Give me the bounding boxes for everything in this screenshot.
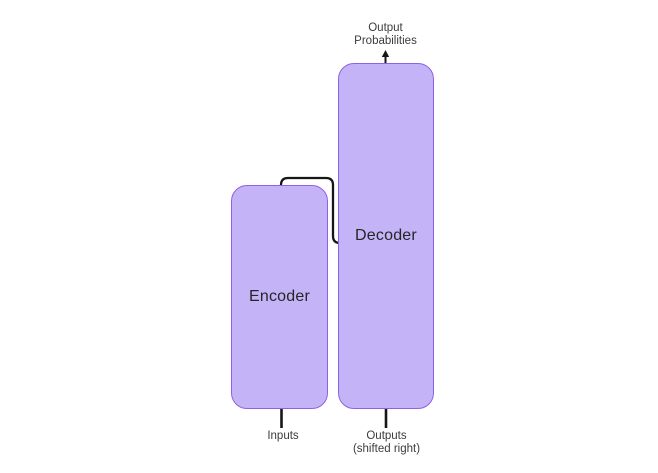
output-probabilities-line1: Output <box>368 22 403 34</box>
output-probabilities-label: Output Probabilities <box>325 22 446 48</box>
decoder-label: Decoder <box>355 227 417 244</box>
encoder-box: Encoder <box>231 185 328 409</box>
inputs-label: Inputs <box>267 430 299 442</box>
outputs-label-line2: (shifted right) <box>352 443 421 455</box>
output-probabilities-line2: Probabilities <box>354 35 417 47</box>
output-arrow-icon <box>381 50 390 64</box>
encoder-label: Encoder <box>249 288 310 305</box>
decoder-box: Decoder <box>338 63 434 409</box>
outputs-label-line1: Outputs <box>366 430 407 442</box>
outputs-label: Outputs (shifted right) <box>336 430 437 456</box>
